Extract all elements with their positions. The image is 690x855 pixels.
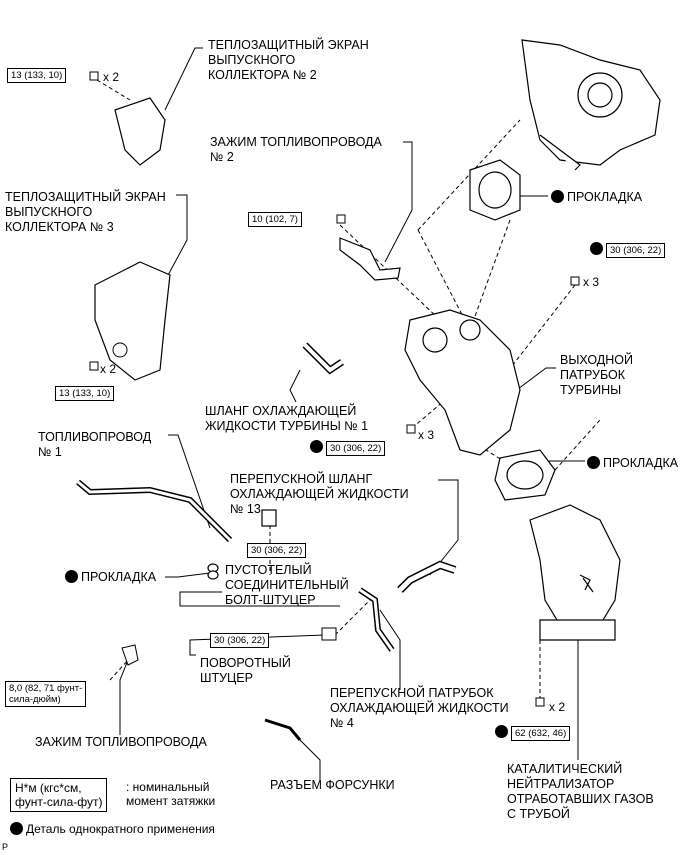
torque-value: 8,0 (82, 71 фунт- сила-дюйм) [5,681,87,707]
non-reusable-icon [590,242,603,255]
leader-union-bolt [179,591,340,607]
label-swivel: ПОВОРОТНЫЙ ШТУЦЕР [200,656,291,685]
torque-value: 10 (102, 7) [248,212,302,227]
label-union-bolt: ПУСТОТЕЛЫЙ СОЕДИНИТЕЛЬНЫЙ БОЛТ-ШТУЦЕР [225,563,349,607]
turbocharger [521,39,661,171]
torque-value: 13 (133, 10) [7,68,67,83]
label-coolant-hose-1: ШЛАНГ ОХЛАЖДАЮЩЕЙ ЖИДКОСТИ ТУРБИНЫ № 1 [205,404,369,433]
non-reusable-icon [551,190,564,203]
leader-turbine-outlet [509,367,556,396]
non-reusable-icon [10,822,23,835]
torque-value: 13 (133, 10) [55,386,115,401]
leader-heat-ins-2 [164,47,203,111]
label-fuel-clamp: ЗАЖИМ ТОПЛИВОПРОВОДА [35,735,207,749]
label-fuel-pipe-1: ТОПЛИВОПРОВОД № 1 [38,430,152,459]
leader-bypass-hose-13 [429,479,459,576]
leader-bypass-pipe-4 [379,609,401,690]
label-heat-insulator-3: ТЕПЛОЗАЩИТНЫЙ ЭКРАН ВЫПУСКНОГО КОЛЛЕКТОР… [5,190,166,234]
label-turbine-outlet: ВЫХОДНОЙ ПАТРУБОК ТУРБИНЫ [560,353,633,397]
leader-heat-ins-3 [159,194,188,291]
leader-fuel-clamp-2 [384,141,413,263]
torque-value: 30 (306, 22) [247,543,307,558]
label-bypass-hose-13: ПЕРЕПУСКНОЙ ШЛАНГ ОХЛАЖДАЮЩЕЙ ЖИДКОСТИ №… [230,472,409,516]
quantity-label: x 3 [418,428,435,442]
catalytic-part [529,504,621,641]
label-gasket-top: ПРОКЛАДКА [551,190,642,205]
label-injector-connector: РАЗЪЕМ ФОРСУНКИ [270,778,395,792]
non-reusable-icon [587,456,600,469]
leader-coolant-hose-1 [289,369,301,403]
label-gasket-left: ПРОКЛАДКА [65,570,156,585]
torque-value: 30 (306, 22) [210,633,270,648]
heat-insulator-2-part [114,97,166,166]
torque-value-nonreusable: 30 (306, 22) [590,242,666,258]
non-reusable-icon [310,440,323,453]
legend-unit-box: Н*м (кгс*см, фунт-сила-фут) [10,778,108,812]
quantity-label: x 2 [549,700,566,714]
torque-value-nonreusable: 62 (632, 46) [495,725,571,741]
fuel-clamp-part [121,644,139,666]
non-reusable-icon [65,570,78,583]
label-catalytic: КАТАЛИТИЧЕСКИЙ НЕЙТРАЛИЗАТОР ОТРАБОТАВШИ… [507,762,654,821]
quantity-label: x 3 [583,275,600,289]
label-bypass-pipe-4: ПЕРЕПУСКНОЙ ПАТРУБОК ОХЛАЖДАЮЩЕЙ ЖИДКОСТ… [330,686,509,730]
gasket-mid-part [494,449,556,501]
non-reusable-icon [495,725,508,738]
union-bolt-part [207,509,277,580]
turbine-outlet-part [404,309,521,456]
leader-fuel-pipe-1 [168,434,211,529]
label-heat-insulator-2: ТЕПЛОЗАЩИТНЫЙ ЭКРАН ВЫПУСКНОГО КОЛЛЕКТОР… [208,38,369,82]
label-fuel-clamp-2: ЗАЖИМ ТОПЛИВОПРОВОДА № 2 [210,135,382,164]
leader-fuel-clamp [119,659,129,735]
label-gasket-mid: ПРОКЛАДКА [587,456,678,471]
leader-injector [299,739,321,780]
swivel-part [321,627,337,641]
gasket-top-part [469,159,521,221]
leader-gasket-left [165,572,211,578]
corner-mark: P [2,842,9,852]
legend-unit-desc: : номинальный момент затяжки [126,780,216,808]
torque-value-nonreusable: 30 (306, 22) [310,440,386,456]
legend-nonreusable: Деталь однократного применения [10,822,215,837]
injector-connector-part [264,718,302,741]
quantity-label: x 2 [100,362,117,376]
fuel-clamp-2-part [339,237,401,281]
quantity-label: x 2 [103,70,120,84]
